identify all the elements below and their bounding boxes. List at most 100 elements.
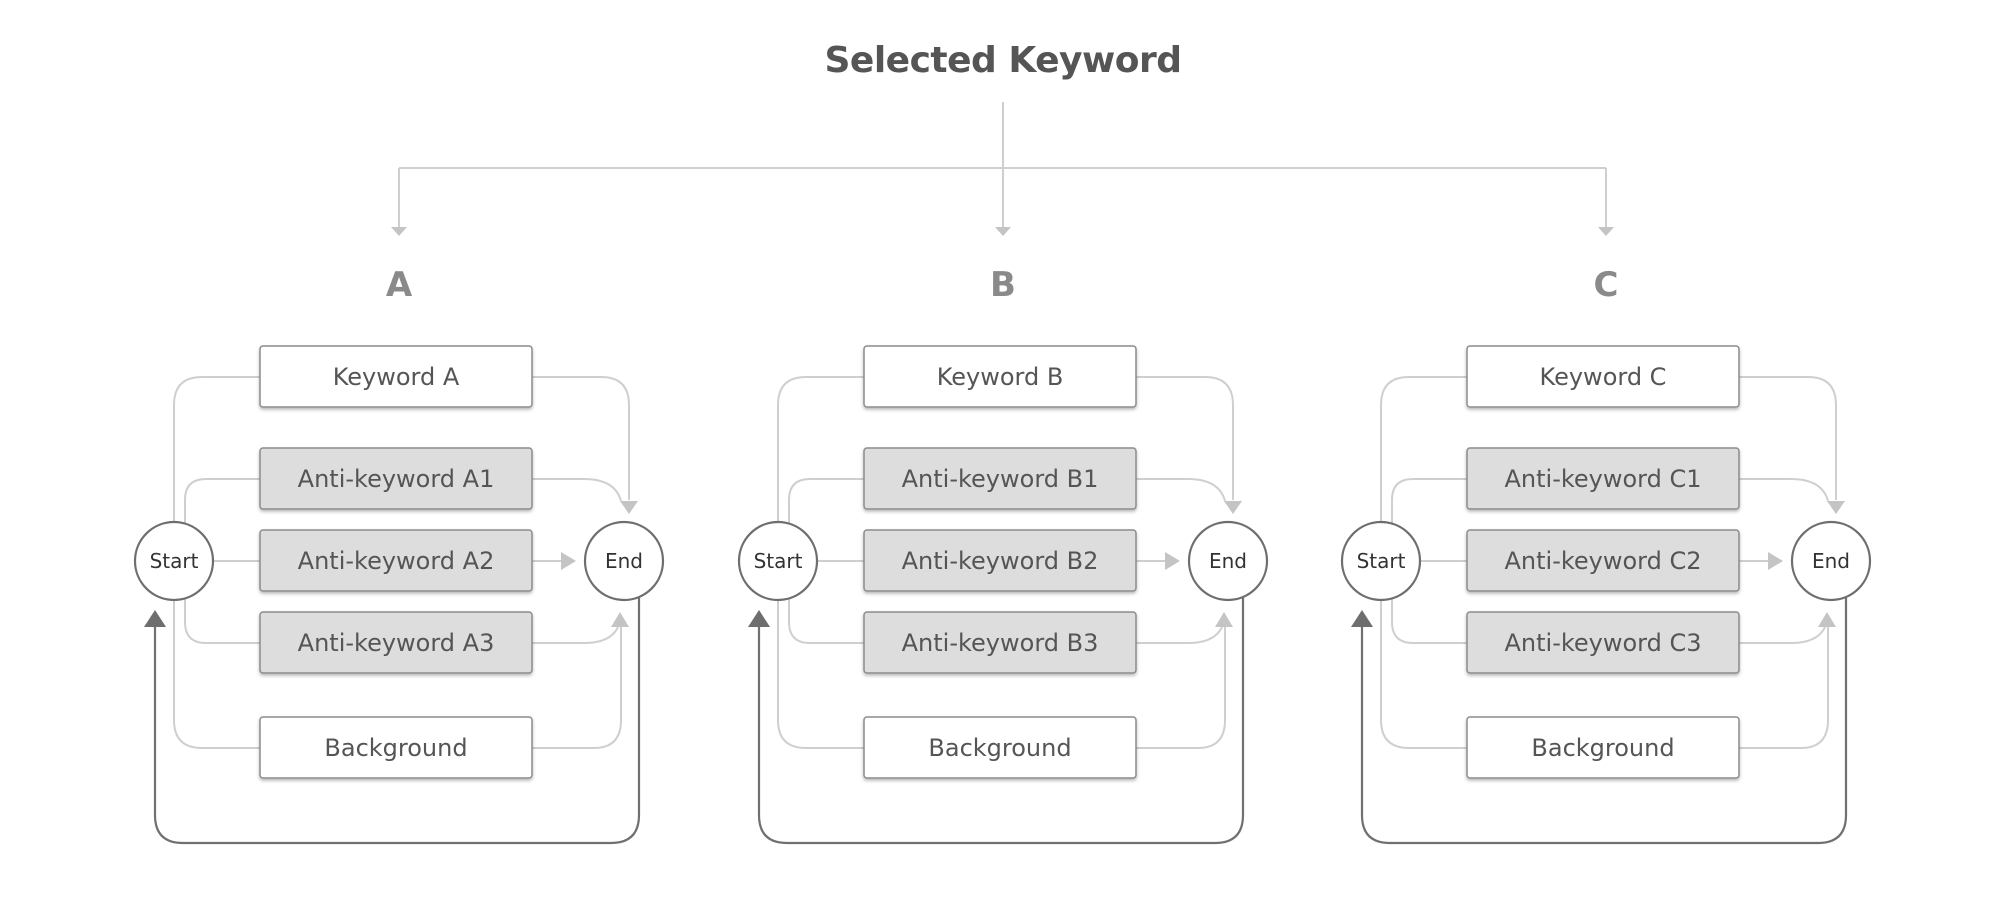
keyword-box-frame xyxy=(1466,345,1740,408)
background-box-frame xyxy=(1466,716,1740,779)
background-box-frame xyxy=(259,716,533,779)
arrow-up-icon xyxy=(611,612,629,627)
connector-line xyxy=(1739,376,1837,500)
keyword-box-frame xyxy=(863,345,1137,408)
anti-keyword-box-frame xyxy=(863,447,1137,510)
connector-line xyxy=(1136,620,1225,644)
end-node: End xyxy=(1187,520,1269,602)
start-node-label: Start xyxy=(150,549,199,573)
keyword-box-frame xyxy=(259,345,533,408)
anti-keyword-box: Anti-keyword B2 xyxy=(863,529,1137,592)
start-node-label: Start xyxy=(754,549,803,573)
group-label: C xyxy=(1594,265,1619,305)
keyword-box-label: Keyword C xyxy=(1540,363,1667,391)
arrow-right-icon xyxy=(1768,552,1783,570)
end-node-label: End xyxy=(1209,549,1247,573)
anti-keyword-box: Anti-keyword C1 xyxy=(1466,447,1740,510)
start-node-label: Start xyxy=(1357,549,1406,573)
anti-keyword-box-frame xyxy=(259,611,533,674)
background-box-label: Background xyxy=(324,734,467,762)
arrow-down-icon xyxy=(620,501,638,514)
arrow-up-icon xyxy=(1215,612,1233,627)
arrow-down-icon xyxy=(1827,501,1845,514)
keyword-box-label: Keyword B xyxy=(937,363,1064,391)
anti-keyword-box-frame xyxy=(1466,447,1740,510)
start-node: Start xyxy=(133,520,215,602)
top-connector xyxy=(391,102,1614,236)
anti-keyword-box: Anti-keyword C2 xyxy=(1466,529,1740,592)
group-label: B xyxy=(990,265,1016,305)
anti-keyword-box-frame xyxy=(1466,529,1740,592)
anti-keyword-box-frame xyxy=(259,529,533,592)
background-box: Background xyxy=(1466,716,1740,779)
connector-line xyxy=(1739,478,1829,502)
arrow-right-icon xyxy=(561,552,576,570)
anti-keyword-box-label: Anti-keyword A3 xyxy=(298,629,495,657)
keyword-box: Keyword C xyxy=(1466,345,1740,408)
flow-group-c: C Keyword C Anti-keyword C1 Anti-keyword C2… xyxy=(1340,265,1872,845)
connector-line xyxy=(1380,601,1467,749)
background-box: Background xyxy=(259,716,533,779)
anti-keyword-box-label: Anti-keyword A1 xyxy=(298,465,495,493)
anti-keyword-box: Anti-keyword B1 xyxy=(863,447,1137,510)
arrow-down-icon xyxy=(1598,227,1614,236)
start-node: Start xyxy=(1340,520,1422,602)
anti-keyword-box: Anti-keyword A2 xyxy=(259,529,533,592)
anti-keyword-box: Anti-keyword B3 xyxy=(863,611,1137,674)
group-label: A xyxy=(386,265,413,305)
connector-line xyxy=(1739,625,1829,749)
connector-line xyxy=(184,599,260,644)
connector-line xyxy=(788,478,864,524)
connector-line xyxy=(184,478,260,524)
anti-keyword-box-frame xyxy=(863,611,1137,674)
anti-keyword-box: Anti-keyword A1 xyxy=(259,447,533,510)
end-node: End xyxy=(583,520,665,602)
keyword-box: Keyword A xyxy=(259,345,533,408)
background-box-label: Background xyxy=(928,734,1071,762)
anti-keyword-box: Anti-keyword C3 xyxy=(1466,611,1740,674)
connector-line xyxy=(1136,376,1234,500)
connector-line xyxy=(1391,599,1467,644)
loop-back-connector xyxy=(757,588,1245,845)
connector-line xyxy=(788,599,864,644)
arrow-down-icon xyxy=(391,227,407,236)
anti-keyword-box-frame xyxy=(1466,611,1740,674)
end-node-label: End xyxy=(605,549,643,573)
end-node-circle xyxy=(583,520,665,602)
background-box: Background xyxy=(863,716,1137,779)
connector-line xyxy=(532,478,622,502)
connector-line xyxy=(532,620,621,644)
connector-line xyxy=(777,376,864,521)
diagram-title: Selected Keyword xyxy=(824,40,1181,81)
flow-group-a: A Keyword A Anti-keyword A1 Anti-keyword A2… xyxy=(133,265,665,845)
start-node-circle xyxy=(737,520,819,602)
start-node-circle xyxy=(133,520,215,602)
connector-line xyxy=(173,376,260,521)
anti-keyword-box-label: Anti-keyword C3 xyxy=(1504,629,1701,657)
loop-back-connector xyxy=(153,588,641,845)
keyword-box-label: Keyword A xyxy=(333,363,460,391)
connector-line xyxy=(1380,376,1467,521)
anti-keyword-box-label: Anti-keyword A2 xyxy=(298,547,495,575)
start-node: Start xyxy=(737,520,819,602)
anti-keyword-box-label: Anti-keyword B2 xyxy=(902,547,1099,575)
anti-keyword-box-frame xyxy=(259,447,533,510)
connector-line xyxy=(1136,625,1226,749)
anti-keyword-box-label: Anti-keyword C2 xyxy=(1504,547,1701,575)
start-node-circle xyxy=(1340,520,1422,602)
keyword-box: Keyword B xyxy=(863,345,1137,408)
end-node-circle xyxy=(1790,520,1872,602)
connector-line xyxy=(777,601,864,749)
anti-keyword-box-label: Anti-keyword C1 xyxy=(1504,465,1701,493)
arrow-up-icon xyxy=(748,610,770,627)
end-node: End xyxy=(1790,520,1872,602)
anti-keyword-box: Anti-keyword A3 xyxy=(259,611,533,674)
anti-keyword-box-label: Anti-keyword B3 xyxy=(902,629,1099,657)
anti-keyword-box-frame xyxy=(863,529,1137,592)
loop-back-connector xyxy=(1360,588,1848,845)
flow-group-b: B Keyword B Anti-keyword B1 Anti-keyword B2… xyxy=(737,265,1269,845)
end-node-label: End xyxy=(1812,549,1850,573)
connector-line xyxy=(532,376,630,500)
end-node-circle xyxy=(1187,520,1269,602)
